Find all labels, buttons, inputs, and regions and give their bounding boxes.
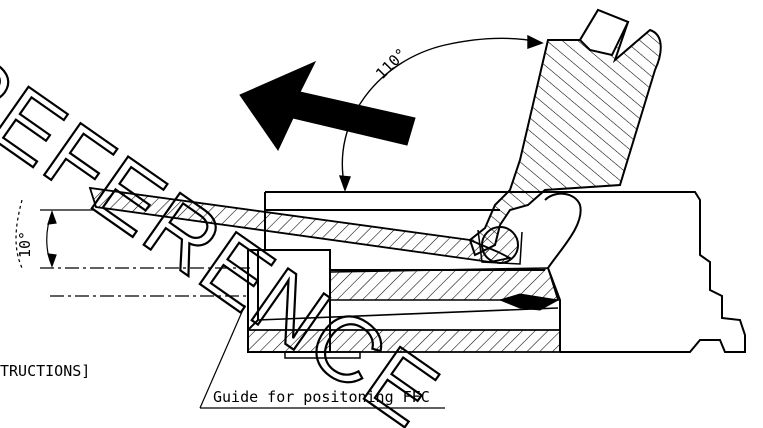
insertion-direction-arrow (239, 60, 416, 152)
angle-110-label: 110° (372, 45, 410, 83)
contact-spring (498, 293, 560, 311)
guide-line (257, 307, 559, 321)
angle-10-label: 10° (16, 231, 34, 258)
guide-callout-leader (199, 304, 445, 409)
pivot-hub (477, 226, 523, 265)
actuator-lever (468, 8, 662, 257)
instructions-fragment: TRUCTIONS] (0, 362, 90, 380)
angle-10-dimension (15, 199, 250, 297)
guide-callout-label: Guide for positoning FFC (213, 388, 430, 406)
base-foot (284, 351, 361, 359)
base-strip (247, 329, 561, 353)
angle-110-dimension (338, 34, 544, 193)
lever-notch (578, 8, 630, 57)
